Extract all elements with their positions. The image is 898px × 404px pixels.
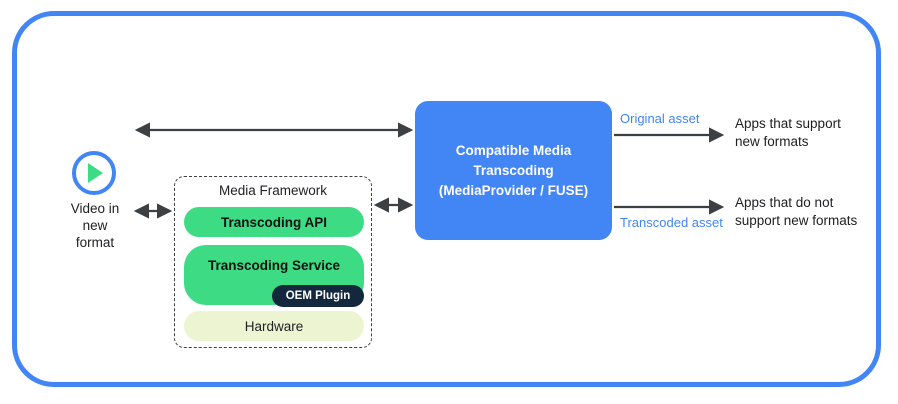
video-source-label: Video in new format (70, 201, 120, 250)
diagram-frame (12, 11, 881, 387)
play-triangle-icon (88, 163, 103, 183)
hardware-box: Hardware (184, 311, 364, 341)
media-framework-title: Media Framework (218, 183, 328, 198)
play-circle-ring (72, 151, 116, 195)
apps-support-label: Apps that support new formats (735, 116, 841, 149)
transcoding-api-box: Transcoding API (184, 207, 364, 237)
media-framework-container: Media Framework Transcoding API Transcod… (174, 176, 372, 348)
transcoding-service-label: Transcoding Service (207, 258, 341, 273)
compatible-media-transcoding-box: Compatible Media Transcoding (MediaProvi… (415, 101, 612, 240)
play-circle-icon (72, 151, 116, 195)
transcoded-asset-label: Transcoded asset (620, 215, 723, 230)
apps-no-support-label: Apps that do not support new formats (735, 195, 858, 228)
original-asset-label: Original asset (620, 111, 700, 126)
oem-plugin-badge: OEM Plugin (272, 285, 364, 307)
